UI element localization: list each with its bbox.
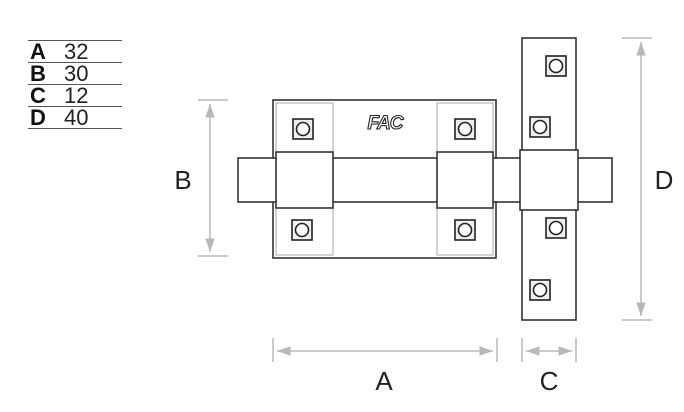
legend-value: 30 [64,61,89,86]
dimension-legend: A 32 B 30 C 12 D 40 [28,40,122,129]
legend-letter: B [30,61,46,86]
legend-letter: C [30,83,46,108]
dim-label-b: B [174,165,191,195]
dim-label-a: A [375,366,393,396]
screw-icon [545,217,567,239]
legend-value: 12 [64,83,89,108]
legend-row-b: B 30 [28,61,122,86]
screw-icon [292,118,314,140]
guide-block-right [436,151,494,209]
legend-row-a: A 32 [28,39,122,64]
screw-icon [529,279,551,301]
legend-row-c: C 12 [28,83,122,108]
dim-label-c: C [540,366,559,396]
dim-label-d: D [655,165,674,195]
legend-letter: D [30,105,46,130]
legend-value: 40 [64,105,89,130]
screw-icon [454,118,476,140]
screw-icon [454,219,476,241]
screw-icon [529,116,551,138]
screw-icon [291,219,313,241]
legend-value: 32 [64,39,89,64]
screw-icon [545,55,567,77]
brand-logo: FAC [368,113,404,134]
guide-block-left [275,151,334,209]
keeper-block [519,149,579,211]
legend-row-d: D 40 [28,106,122,129]
legend-letter: A [30,39,46,64]
